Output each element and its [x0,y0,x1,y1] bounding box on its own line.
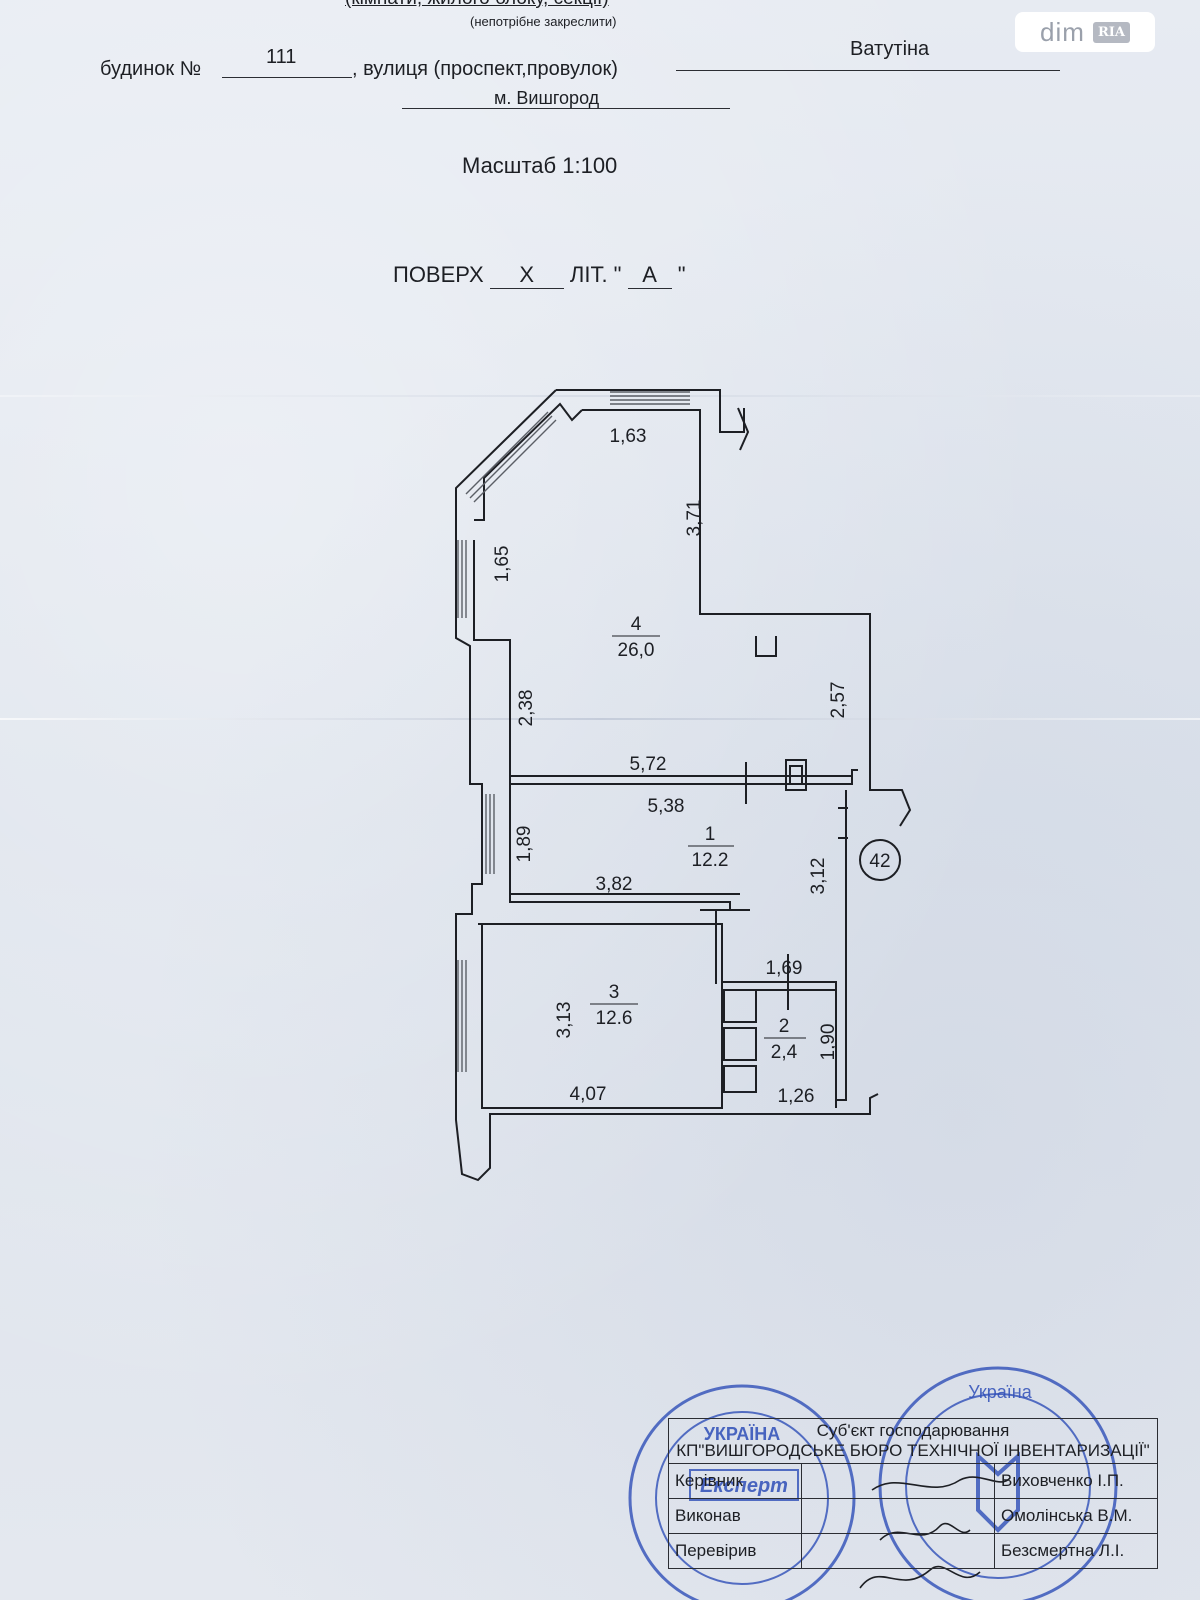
stamp-entity-row: Суб'єкт господарювання КП"ВИШГОРОДСЬКЕ Б… [668,1418,1158,1464]
letter-close: " [677,262,686,287]
house-label: будинок № [100,58,202,80]
floor-label: ПОВЕРХ [393,262,484,287]
dim-1-90: 1,90 [818,1024,839,1061]
dim-1-63: 1,63 [610,426,647,447]
room-1-number: 1 [705,824,716,845]
dim-3-71: 3,71 [684,500,705,537]
stamp-role: Керівник [668,1463,802,1499]
plan-walls [455,389,912,1182]
stamp-person: Омолінська В.М. [994,1498,1158,1534]
header-top-line: (кімнати, жилого блоку, секції) [345,0,609,10]
house-underline [222,77,352,78]
dim-1-26: 1,26 [778,1086,815,1107]
stamp-role: Виконав [668,1498,802,1534]
dimria-watermark: dim RIA [1015,12,1155,52]
scale-label: Масштаб 1:100 [462,153,618,178]
dim-5-38: 5,38 [648,796,685,817]
floor-value: X [489,262,564,289]
city-name: м. Вишгород [494,88,600,108]
header-sub-line: (непотрібне закреслити) [470,14,617,29]
stamp-signature-cell [801,1463,995,1499]
plan-labels: 42 4 26,0 1 12.2 3 12.6 2 2,4 1,63 5,72 … [492,426,891,1107]
dim-3-12: 3,12 [808,858,829,895]
dim-4-07: 4,07 [570,1084,607,1105]
room-4-area: 26,0 [618,640,655,661]
dim-2-57: 2,57 [828,682,849,719]
dim-3-82: 3,82 [596,874,633,895]
room-3-number: 3 [609,982,620,1003]
dim-1-69: 1,69 [766,958,803,979]
dim-1-89: 1,89 [514,826,535,863]
brand-ria: RIA [1092,21,1130,43]
room-2-area: 2,4 [771,1042,798,1063]
room-2-number: 2 [779,1016,790,1037]
dim-1-65: 1,65 [492,546,513,583]
approval-stamp-table: Суб'єкт господарювання КП"ВИШГОРОДСЬКЕ Б… [668,1418,1158,1569]
city-underline [402,108,730,109]
dim-2-38: 2,38 [516,690,537,727]
street-underline [676,70,1060,71]
stamp-row: Керівник Виховченко І.П. [668,1463,1158,1499]
letter-label: ЛІТ. " [569,262,622,287]
stamp-row: Перевірив Безсмертна Л.І. [668,1533,1158,1569]
brand-dim: dim [1040,16,1085,47]
letter-value: A [627,262,672,289]
stamp-person: Безсмертна Л.І. [994,1533,1158,1569]
room-1-area: 12.2 [692,850,729,871]
street-name: Ватутіна [850,38,930,60]
floor-row: ПОВЕРХ X ЛІТ. " A " [393,262,686,289]
street-label: , вулиця (проспект,провулок) [352,58,618,80]
stamp-entity-cell: Суб'єкт господарювання КП"ВИШГОРОДСЬКЕ Б… [668,1418,1158,1464]
stamp-signature-cell [801,1533,995,1569]
apartment-number: 42 [869,851,890,872]
stamp-signature-cell [801,1498,995,1534]
dim-5-72: 5,72 [630,754,667,775]
house-number: 111 [266,46,297,68]
apartment-number-circle [859,839,901,881]
stamp-role: Перевірив [668,1533,802,1569]
signature-checker [859,1565,981,1589]
stamp-person: Виховченко І.П. [994,1463,1158,1499]
room-3-area: 12.6 [596,1008,633,1029]
paper-crease [0,395,1200,397]
stamp-row: Виконав Омолінська В.М. [668,1498,1158,1534]
seal-right-title: Україна [968,1382,1032,1402]
plan-windows [457,391,690,1072]
room-4-number: 4 [631,614,642,635]
dim-3-13: 3,13 [554,1002,575,1039]
stamp-entity-label: Суб'єкт господарювання [816,1421,1010,1440]
paper-crease [0,718,1200,720]
stamp-entity-name: КП"ВИШГОРОДСЬКЕ БЮРО ТЕХНІЧНОЇ ІНВЕНТАРИ… [676,1441,1150,1460]
